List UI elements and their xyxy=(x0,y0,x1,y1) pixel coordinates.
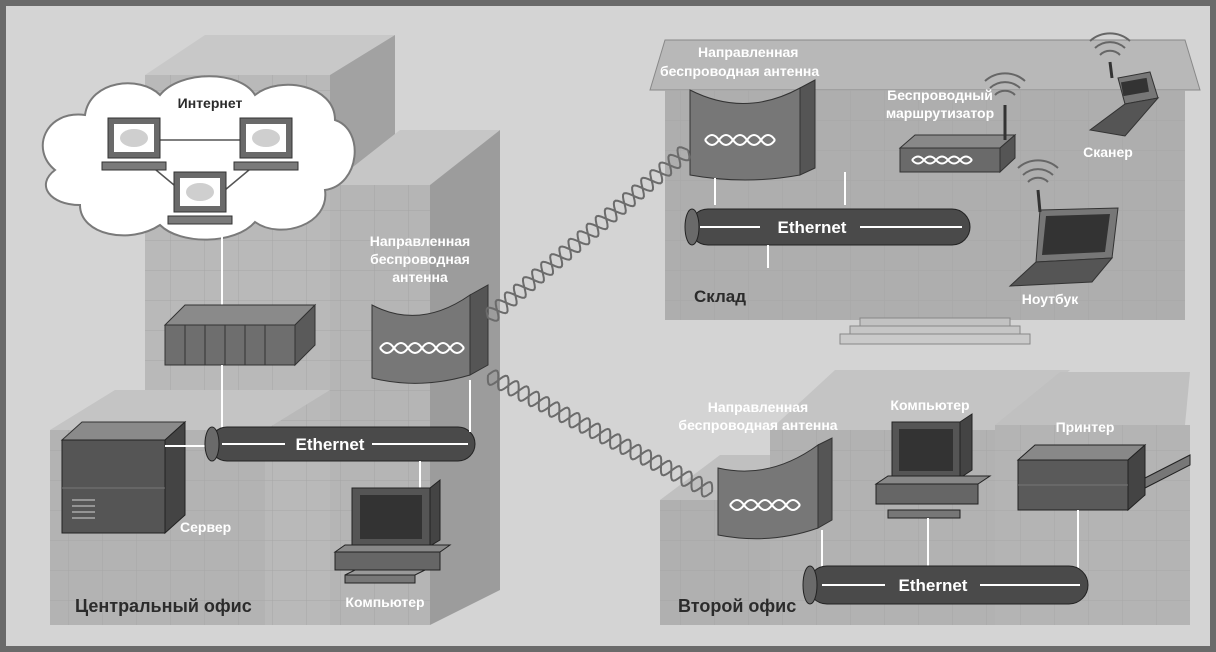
wireless-link-second-office xyxy=(486,369,714,498)
scanner-icon xyxy=(1088,61,1160,137)
wireless-link-warehouse xyxy=(485,146,691,322)
cloud-icon xyxy=(41,75,356,241)
ethernet-cable-warehouse xyxy=(684,208,971,246)
ethernet-label-central: Ethernet xyxy=(296,435,365,454)
monitor-icon xyxy=(233,117,299,171)
central-office-label: Центральный офис xyxy=(75,596,252,616)
antenna-central-label-line1: Направленная xyxy=(370,233,470,249)
antenna-second-label-line2: беспроводная антенна xyxy=(678,417,837,433)
internet-label: Интернет xyxy=(178,95,243,111)
computer-second-label: Компьютер xyxy=(890,397,969,413)
antenna-central-label-line3: антенна xyxy=(392,269,448,285)
ethernet-label-warehouse: Ethernet xyxy=(778,218,847,237)
antenna-central-label-line2: беспроводная xyxy=(370,251,470,267)
ethernet-label-second: Ethernet xyxy=(899,576,968,595)
computer-central-label: Компьютер xyxy=(345,594,424,610)
warehouse-label: Склад xyxy=(694,287,746,306)
ethernet-cable-central xyxy=(204,426,476,462)
monitor-icon xyxy=(101,117,167,171)
printer-label: Принтер xyxy=(1056,419,1115,435)
second-office-label: Второй офис xyxy=(678,596,796,616)
switch-icon xyxy=(163,303,317,367)
server-label: Сервер xyxy=(180,519,231,535)
router-label-line1: Беспроводный xyxy=(887,87,993,103)
router-icon xyxy=(898,105,1017,174)
wifi-signal-icon xyxy=(1089,32,1131,56)
antenna-icon xyxy=(371,284,489,384)
ethernet-cable-second xyxy=(802,565,1089,605)
wifi-signal-icon xyxy=(984,72,1026,96)
antenna-icon xyxy=(689,79,816,181)
printer-icon xyxy=(1016,443,1191,512)
router-label-line2: маршрутизатор xyxy=(886,105,994,121)
server-icon xyxy=(60,420,187,535)
antenna-second-label-line1: Направленная xyxy=(708,399,808,415)
antenna-warehouse-label-line1: Направленная xyxy=(698,44,798,60)
scanner-label: Сканер xyxy=(1083,144,1133,160)
laptop-label: Ноутбук xyxy=(1022,291,1080,307)
wifi-signal-icon xyxy=(1017,159,1059,183)
monitor-icon xyxy=(874,413,992,519)
monitor-icon xyxy=(167,171,233,225)
laptop-icon xyxy=(1008,189,1119,287)
antenna-warehouse-label-line2: беспроводная антенна xyxy=(660,63,819,79)
monitor-icon xyxy=(333,478,452,584)
antenna-icon xyxy=(717,437,833,540)
